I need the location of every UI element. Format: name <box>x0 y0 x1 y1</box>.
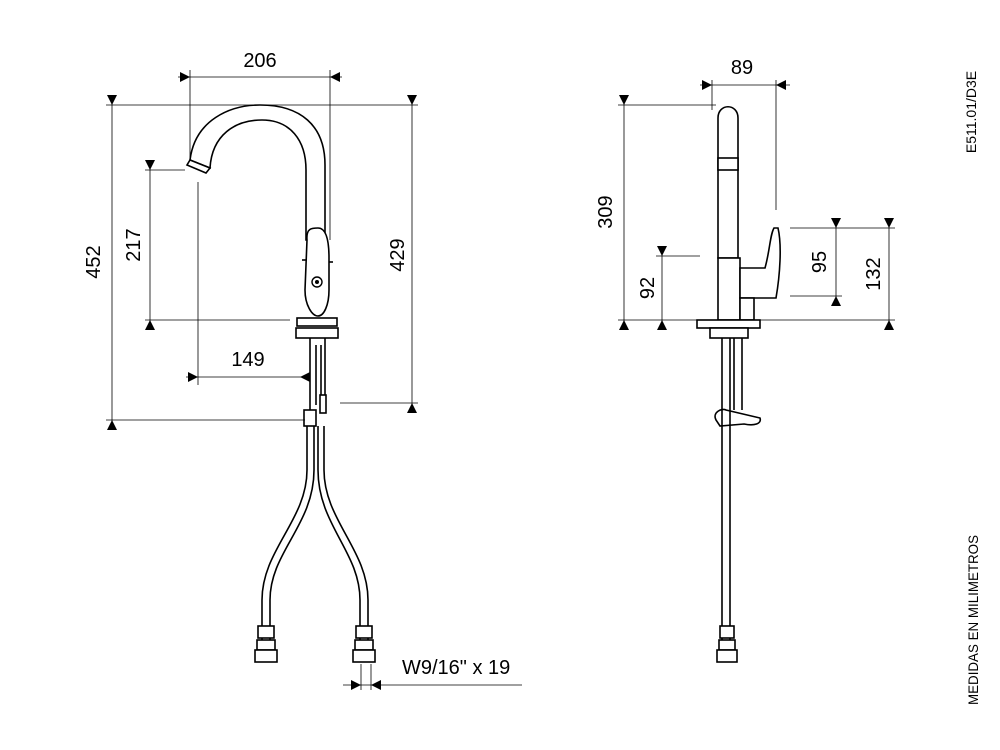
dimension-217: 217 <box>123 160 290 330</box>
spout <box>189 104 326 241</box>
side-spout <box>717 105 739 259</box>
svg-text:92: 92 <box>637 277 659 299</box>
front-view: 206 452 217 429 <box>83 50 522 690</box>
svg-text:132: 132 <box>863 257 885 290</box>
side-body <box>717 257 741 321</box>
dimension-206: 206 <box>178 50 342 240</box>
svg-text:206: 206 <box>243 50 276 72</box>
drawing-reference: E511.01/D3E <box>963 71 979 153</box>
svg-text:309: 309 <box>595 195 617 228</box>
svg-text:W9/16" x 19: W9/16" x 19 <box>402 657 510 679</box>
svg-text:429: 429 <box>387 238 409 271</box>
dimension-89: 89 <box>700 57 790 210</box>
hose-right <box>317 426 361 640</box>
dimension-309: 309 <box>595 95 716 330</box>
svg-text:217: 217 <box>123 228 145 261</box>
dimension-452: 452 <box>83 95 330 430</box>
svg-text:149: 149 <box>231 349 264 371</box>
dimension-92: 92 <box>637 246 700 330</box>
spout-outlet <box>185 159 212 174</box>
svg-text:89: 89 <box>731 57 753 79</box>
side-base <box>696 319 761 329</box>
svg-text:452: 452 <box>83 245 105 278</box>
hose-fitting-left <box>254 625 278 663</box>
units-note: MEDIDAS EN MILIMETROS <box>965 535 981 705</box>
faucet-body <box>304 227 330 317</box>
side-lever <box>739 227 781 299</box>
faucet-base <box>296 317 338 327</box>
dimension-132: 132 <box>760 218 895 330</box>
hose-fitting-right <box>352 625 376 663</box>
mounting-clamp <box>714 408 762 427</box>
dimension-hose-connection: W9/16" x 19 <box>343 657 522 690</box>
dimension-149: 149 <box>186 182 310 385</box>
side-view: 89 309 92 95 <box>595 57 895 663</box>
hose-left <box>261 426 308 640</box>
dimension-95: 95 <box>790 218 842 306</box>
dimension-429: 429 <box>330 95 418 413</box>
svg-text:95: 95 <box>809 251 831 273</box>
